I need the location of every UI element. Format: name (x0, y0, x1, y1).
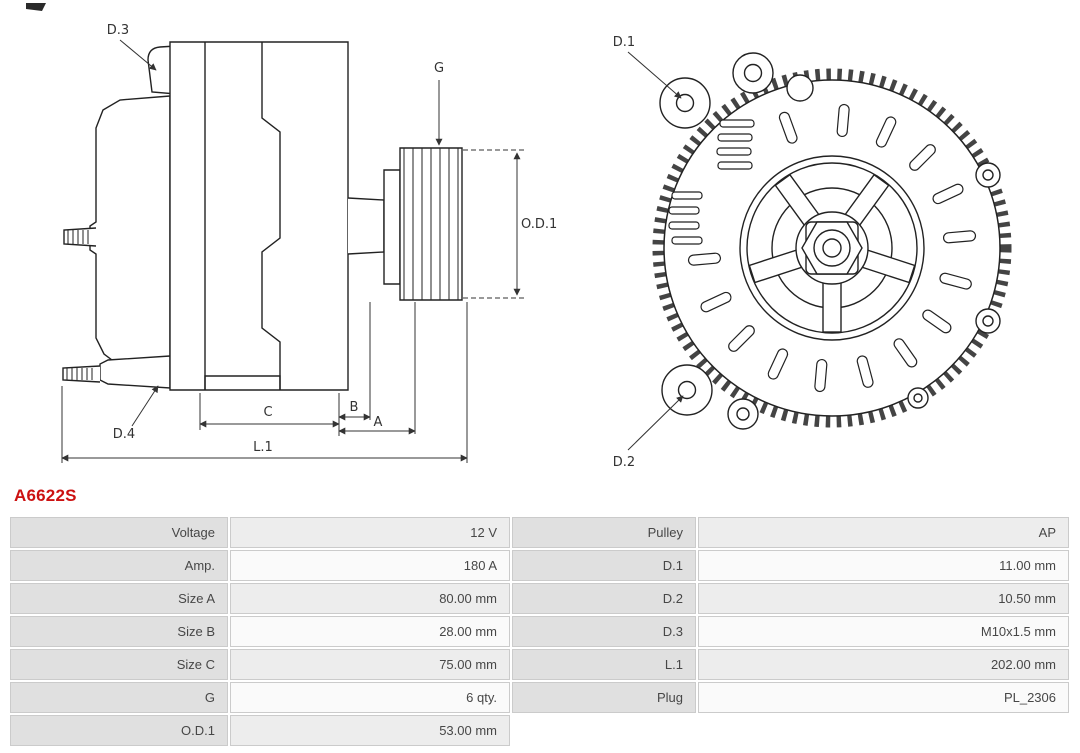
part-number: A6622S (14, 486, 77, 505)
spec-value: 6 qty. (230, 682, 510, 713)
side-dimension-labels: D.3 G O.D.1 C B A L.1 D.4 (107, 23, 557, 455)
spec-value: AP (698, 517, 1069, 548)
screenshot-corner-artifact (26, 3, 46, 11)
front-dimension-lines (627, 51, 684, 451)
shaft (347, 197, 385, 255)
dim-label-b: B (350, 400, 359, 415)
side-body (62, 41, 463, 391)
spec-value: 53.00 mm (230, 715, 510, 746)
spec-label: L.1 (512, 649, 696, 680)
dim-label-d4: D.4 (113, 427, 135, 442)
spec-label: D.1 (512, 550, 696, 581)
spec-label: D.3 (512, 616, 696, 647)
spec-value: PL_2306 (698, 682, 1069, 713)
mounting-lug-bottom (99, 355, 171, 389)
hole-d2 (677, 380, 697, 400)
spec-cell-blank (512, 715, 696, 746)
spec-label: D.2 (512, 583, 696, 614)
spec-value: 12 V (230, 517, 510, 548)
spec-label: Voltage (10, 517, 228, 548)
front-view-drawing: D.1 D.2 (613, 35, 1012, 470)
spec-value: 10.50 mm (698, 583, 1069, 614)
rear-housing (89, 95, 171, 373)
dim-label-c: C (263, 405, 272, 420)
cooling-fins-ring (652, 68, 1012, 428)
spec-label: Size C (10, 649, 228, 680)
front-dimension-labels: D.1 D.2 (613, 35, 635, 470)
spec-value: 11.00 mm (698, 550, 1069, 581)
dim-label-d1: D.1 (613, 35, 635, 50)
spec-value: 202.00 mm (698, 649, 1069, 680)
pulley-grooves (403, 148, 459, 300)
spec-label: Plug (512, 682, 696, 713)
spec-label: Pulley (512, 517, 696, 548)
dim-label-d3: D.3 (107, 23, 129, 38)
dim-label-od1: O.D.1 (521, 217, 557, 232)
side-view-drawing: D.3 G O.D.1 C B A L.1 D.4 (61, 23, 557, 463)
dim-label-d2: D.2 (613, 455, 635, 470)
spacer (383, 169, 401, 285)
spec-label: O.D.1 (10, 715, 228, 746)
dim-label-a: A (374, 415, 383, 430)
spec-label: Amp. (10, 550, 228, 581)
spec-value: M10x1.5 mm (698, 616, 1069, 647)
spec-value: 28.00 mm (230, 616, 510, 647)
hole-d1 (675, 93, 695, 113)
dim-label-g: G (434, 61, 444, 76)
main-body (169, 41, 349, 391)
mounting-ears (659, 52, 1001, 430)
spec-cell-blank (698, 715, 1069, 746)
front-pulley (739, 155, 925, 341)
dim-label-l1: L.1 (253, 440, 273, 455)
spec-value: 180 A (230, 550, 510, 581)
spec-label: Size A (10, 583, 228, 614)
terminal-stud (63, 227, 97, 247)
vent-slots (668, 103, 977, 393)
spec-table: Voltage 12 V Pulley AP Amp. 180 A D.1 11… (10, 517, 1069, 746)
spec-label: Size B (10, 616, 228, 647)
spec-value: 75.00 mm (230, 649, 510, 680)
side-dimension-lines (61, 39, 524, 463)
spec-label: G (10, 682, 228, 713)
mounting-ear-top (147, 45, 177, 95)
spec-value: 80.00 mm (230, 583, 510, 614)
